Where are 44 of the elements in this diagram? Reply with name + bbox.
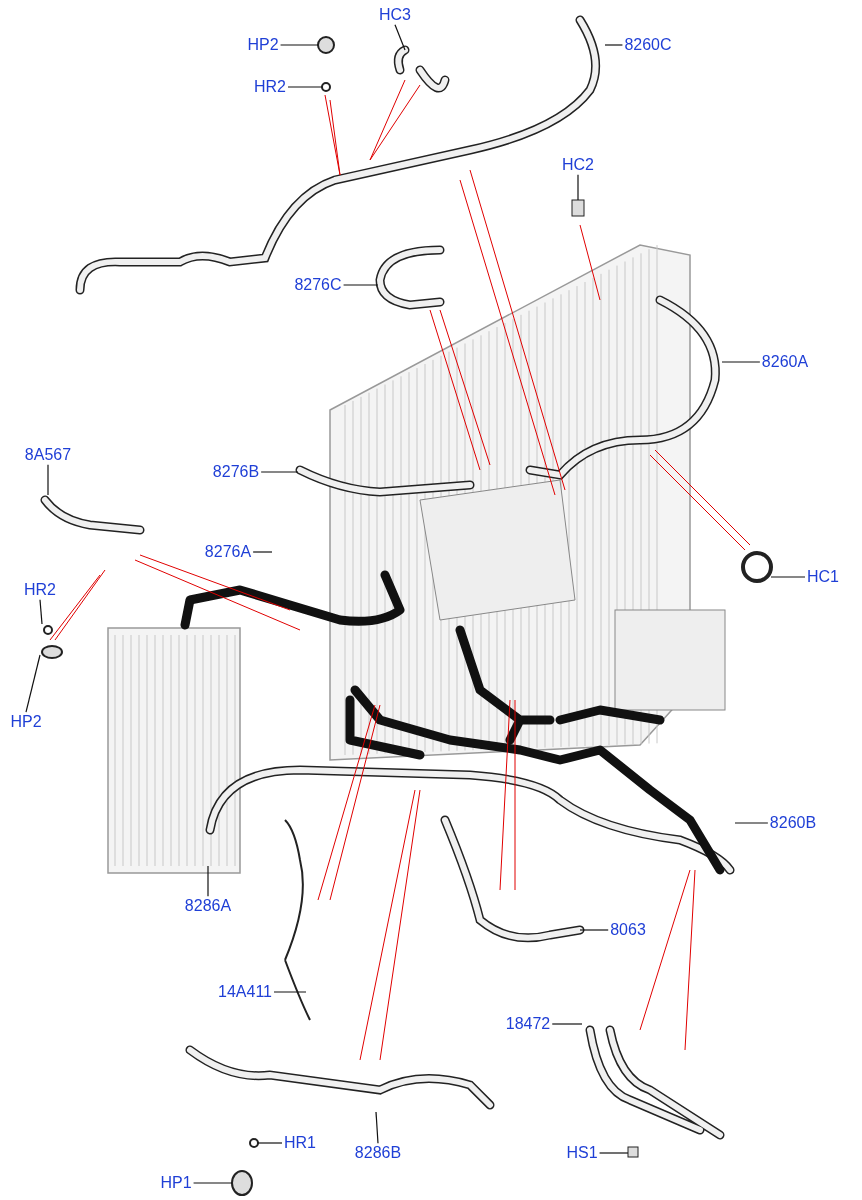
callout-number: HR2 (24, 581, 56, 599)
leader-line (551, 1023, 583, 1025)
callout-number: 8260B (769, 814, 817, 832)
leader-line (47, 464, 49, 496)
callout-number: HS1 (566, 1144, 598, 1162)
callout-number: HC3 (379, 6, 411, 24)
callout-number: 8276C (294, 276, 342, 294)
leader-line (273, 991, 307, 993)
leader-line (260, 471, 299, 473)
leader-line (287, 86, 323, 88)
callout-number: HR2 (254, 78, 286, 96)
leader-line (375, 1111, 379, 1144)
leader-line (734, 822, 769, 824)
callout-number: 8063 (610, 921, 646, 939)
leader-line (252, 551, 273, 553)
leader-line (257, 1142, 283, 1144)
callout-number: HP2 (10, 713, 42, 731)
callout-number: 8260C (624, 36, 672, 54)
leader-line (579, 929, 609, 931)
leader-line (721, 361, 761, 363)
callout-number: 8286A (184, 897, 232, 915)
leader-line (604, 44, 623, 46)
leader-line (192, 1182, 233, 1184)
callout-number: 8260A (761, 353, 809, 371)
leader-line (279, 44, 319, 46)
leader-line (394, 24, 406, 51)
callout-number: 8276A (204, 543, 252, 561)
leader-line (770, 576, 806, 578)
leader-line (207, 865, 209, 897)
callout-number: 14A411 (218, 983, 272, 1001)
callout-number: HC2 (562, 156, 594, 174)
callout-number: HR1 (284, 1134, 316, 1152)
callout-number: HC1 (807, 568, 839, 586)
leader-line (25, 654, 41, 713)
callout-number: 8A567 (24, 446, 72, 464)
leader-line (577, 174, 579, 201)
callout-number: 8276B (212, 463, 260, 481)
callout-number: HP2 (247, 36, 279, 54)
callout-number: HP1 (160, 1174, 192, 1192)
callout-number: 8286B (354, 1144, 402, 1162)
leader-line (598, 1152, 629, 1154)
leader-line (39, 599, 43, 625)
leader-line (342, 284, 379, 286)
callout-number: 18472 (505, 1015, 551, 1033)
